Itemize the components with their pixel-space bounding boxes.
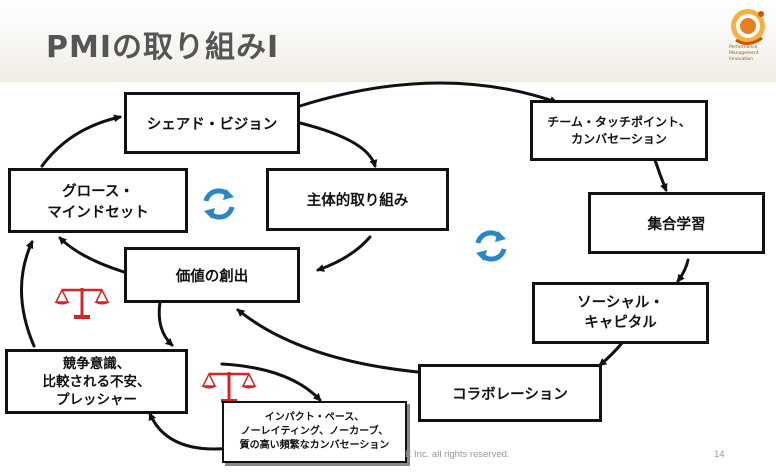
balance-scale-icon-middle <box>201 372 257 403</box>
box-collective-learning: 集合学習 <box>588 192 765 254</box>
arrow-value-to-competition <box>157 300 174 347</box>
logo-line-2: Management <box>729 51 759 56</box>
arrow-vision-to-proactive <box>298 121 378 168</box>
logo-line-1: Performance <box>729 45 758 50</box>
arrow-competition-to-mindset <box>20 240 36 348</box>
logo-text: Performance Management Innovation <box>729 45 773 63</box>
box-value-creation: 価値の創出 <box>124 247 300 303</box>
header-band <box>0 0 776 82</box>
arrow-proactive-to-value <box>316 235 372 272</box>
arrow-value-to-mindset <box>58 236 126 274</box>
logo-line-3: Innovation <box>729 57 753 62</box>
arrow-competition-to-impact <box>220 362 322 402</box>
box-impact-pace: インパクト・ペース、 ノーレイティング、ノーカーブ、 質の高い頻繁なカンバセーシ… <box>222 401 407 463</box>
box-proactive: 主体的取り組み <box>266 168 449 231</box>
page-number: 14 <box>714 449 725 460</box>
box-shared-vision: シェアド・ビジョン <box>124 92 300 154</box>
box-competition: 競争意識、 比較される不安、 プレッシャー <box>5 349 188 414</box>
arrow-learning-to-social <box>676 258 690 283</box>
box-growth-mindset: グロース・ マインドセット <box>8 168 188 233</box>
balance-scale-icon-left <box>54 288 110 319</box>
arrow-vision-to-team <box>298 81 558 108</box>
cycle-arrows-icon-left <box>203 188 235 220</box>
arrow-social-to-collab <box>598 341 624 367</box>
box-team-touchpoint: チーム・タッチポイント、 カンバセーション <box>530 100 708 161</box>
footer-copyright: E Inc. all rights reserved. <box>405 449 510 460</box>
slide-title: PMIの取り組みⅠ <box>46 30 280 65</box>
pmi-logo-icon <box>731 9 765 45</box>
arrow-team-to-learning <box>653 158 668 192</box>
box-social-capital: ソーシャル・ キャピタル <box>532 282 709 344</box>
arrow-collab-to-value <box>236 308 420 374</box>
arrow-impact-to-competition <box>148 412 234 451</box>
arrow-mindset-to-vision <box>40 114 122 168</box>
box-collaboration: コラボレーション <box>418 364 602 422</box>
cycle-arrows-icon-right <box>475 230 507 262</box>
